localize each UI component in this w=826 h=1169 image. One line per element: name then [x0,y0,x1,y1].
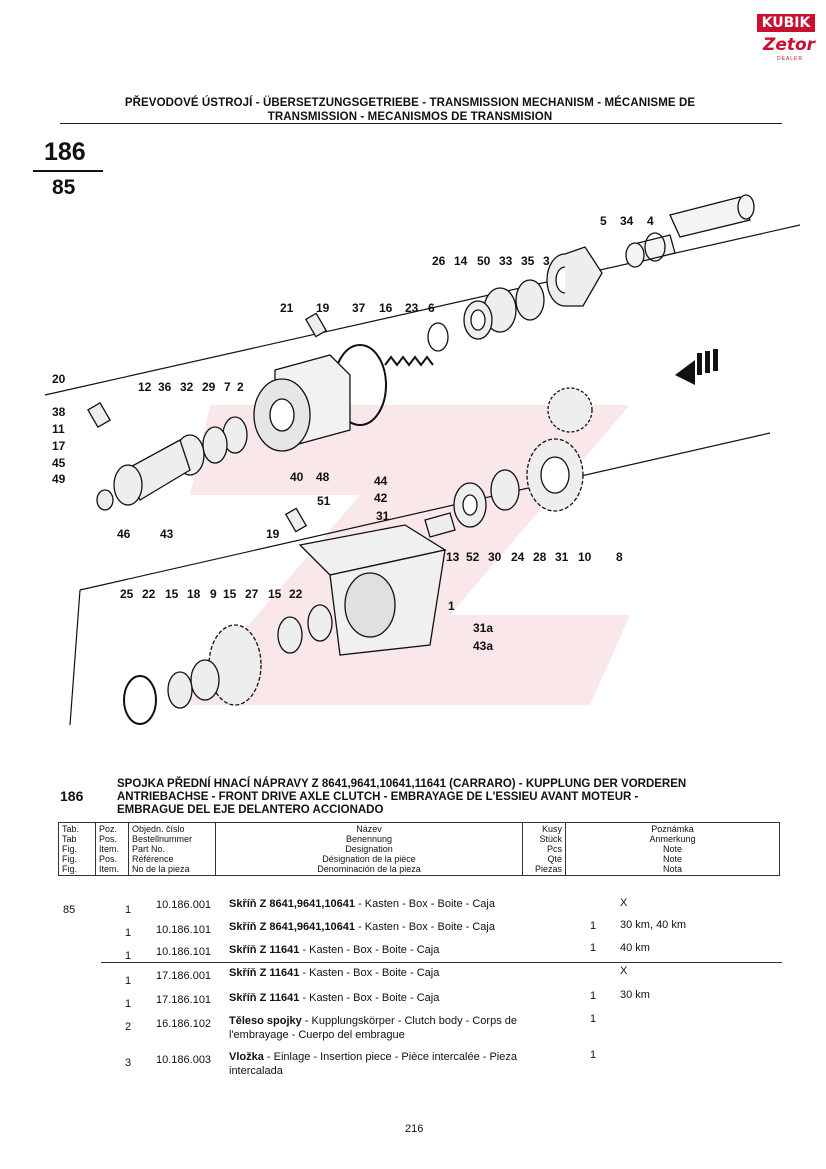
callout-15: 15 [165,587,179,601]
callout-31: 31 [376,509,390,523]
callout-43: 43 [160,527,174,541]
parts-table-header: Tab. Tab Fig. Fig. Fig. Poz. Pos. Item. … [58,822,780,876]
callout-33: 33 [499,254,513,268]
callout-40: 40 [290,470,304,484]
page-footer-number: 216 [405,1123,424,1135]
callout-22: 22 [142,587,156,601]
col-header-note: Poznámka Anmerkung Note Note Nota [565,822,780,876]
header-rule [60,123,782,124]
logo-sub: Zetor [763,35,816,55]
logo-brand: KUBIK [757,14,815,32]
exploded-diagram: 5 34 4 26 14 50 33 35 3 21 19 37 16 23 6… [44,194,800,726]
callout-9: 9 [210,587,217,601]
callout-15-b: 15 [223,587,237,601]
callout-8: 8 [616,550,623,564]
callout-46: 46 [117,527,131,541]
logo-tag: DEALER [777,56,804,62]
callout-15-c: 15 [268,587,282,601]
callout-19: 19 [316,301,330,315]
callout-26: 26 [432,254,446,268]
callout-19-lower: 19 [266,527,280,541]
row-divider [101,962,782,963]
col-header-pos: Poz. Pos. Item. Pos. Item. [95,822,129,876]
page-number-bottom: 85 [52,176,76,199]
callout-14: 14 [454,254,468,268]
callout-48: 48 [316,470,330,484]
section-title-line2: ANTRIEBACHSE - FRONT DRIVE AXLE CLUTCH -… [117,791,639,803]
callout-23: 23 [405,301,419,315]
callout-32: 32 [180,380,194,394]
page-title-line2: TRANSMISSION - MECANISMOS DE TRANSMISION [267,111,553,123]
callout-18: 18 [187,587,201,601]
page-number-divider [33,170,103,172]
callout-35: 35 [521,254,535,268]
callout-29: 29 [202,380,216,394]
col-header-part-number: Objedn. číslo Bestellnummer Part No. Réf… [128,822,216,876]
callout-34: 34 [620,214,634,228]
callout-12: 12 [138,380,152,394]
kubik-zetor-logo: KUBIK Zetor DEALER [757,14,815,66]
callout-5: 5 [600,214,607,228]
callout-45: 45 [52,456,66,470]
callout-50: 50 [477,254,491,268]
callout-37: 37 [352,301,366,315]
section-number: 186 [60,788,84,804]
col-header-qty: Kusy Stück Pcs Qté Piezas [522,822,566,876]
callout-2: 2 [237,380,244,394]
callout-13: 13 [446,550,460,564]
callout-49: 49 [52,472,66,486]
callout-52: 52 [466,550,480,564]
callout-3: 3 [543,254,550,268]
direction-arrow [675,349,718,385]
section-title-line3: EMBRAGUE DEL EJE DELANTERO ACCIONADO [117,804,384,816]
callout-31a: 31a [473,621,493,635]
callout-21: 21 [280,301,294,315]
callout-44: 44 [374,474,388,488]
callout-31-right: 31 [555,550,569,564]
page-number-top: 186 [44,138,86,166]
callout-51: 51 [317,494,331,508]
callout-20: 20 [52,372,66,386]
section-title: SPOJKA PŘEDNÍ HNACÍ NÁPRAVY Z 8641,9641,… [117,778,767,817]
callout-17: 17 [52,439,66,453]
callout-25: 25 [120,587,134,601]
page-title-line1: PŘEVODOVÉ ÚSTROJÍ - ÜBERSETZUNGSGETRIEBE… [124,97,696,109]
callout-43a: 43a [473,639,493,653]
callout-30: 30 [488,550,502,564]
callout-7: 7 [224,380,231,394]
callout-6: 6 [428,301,435,315]
callout-22-b: 22 [289,587,303,601]
callout-11: 11 [52,422,65,436]
callout-16: 16 [379,301,393,315]
callout-36: 36 [158,380,172,394]
callout-4: 4 [647,214,654,228]
callout-28: 28 [533,550,547,564]
callout-1: 1 [448,599,455,613]
callout-42: 42 [374,491,388,505]
section-title-line1: SPOJKA PŘEDNÍ HNACÍ NÁPRAVY Z 8641,9641,… [117,778,687,790]
callout-10: 10 [578,550,592,564]
callout-24: 24 [511,550,525,564]
col-header-name: Název Benennung Designation Désignation … [215,822,523,876]
callout-38: 38 [52,405,66,419]
page-title: PŘEVODOVÉ ÚSTROJÍ - ÜBERSETZUNGSGETRIEBE… [60,96,760,124]
callout-27: 27 [245,587,259,601]
col-header-tab: Tab. Tab Fig. Fig. Fig. [58,822,96,876]
